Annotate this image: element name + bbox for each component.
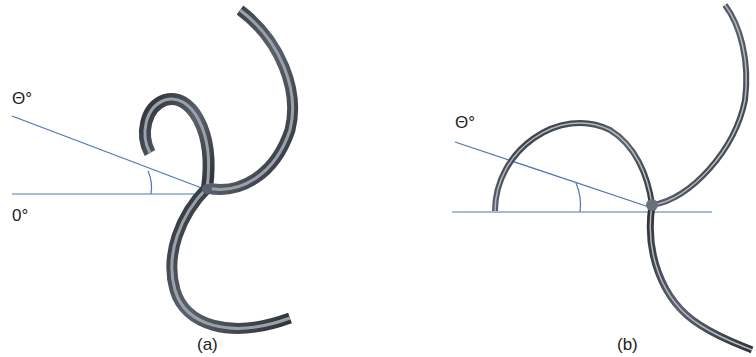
angle-label: 0° bbox=[12, 207, 28, 224]
rotor-blades-b bbox=[495, 5, 752, 350]
panel-label: (a) bbox=[197, 336, 218, 353]
panel-label: (b) bbox=[617, 336, 638, 353]
angle-label: Θ° bbox=[455, 114, 475, 131]
rotor-blades-a bbox=[145, 10, 293, 328]
reference-lines bbox=[12, 116, 207, 194]
angle-label: Θ° bbox=[12, 90, 32, 107]
